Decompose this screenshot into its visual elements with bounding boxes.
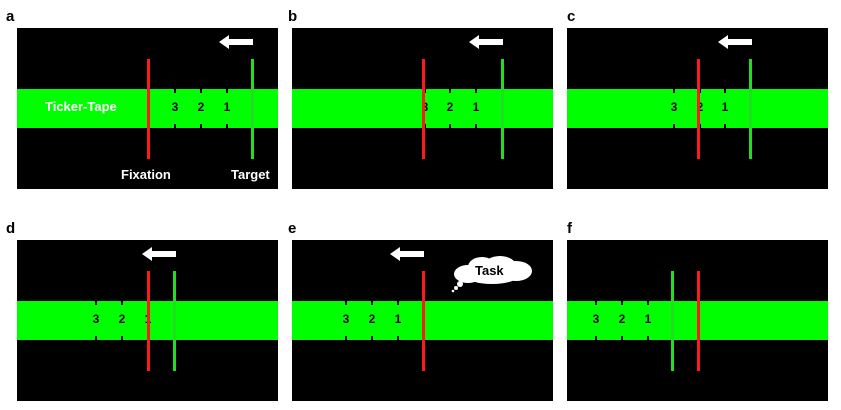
tick-mark [699, 124, 701, 128]
tape-number-1: 1 [223, 100, 231, 114]
tick-mark [371, 336, 373, 340]
tape-number-2: 2 [618, 312, 626, 326]
tick-mark [449, 124, 451, 128]
tick-mark [724, 89, 726, 93]
tick-mark [647, 336, 649, 340]
tick-mark [371, 301, 373, 305]
tick-mark [621, 336, 623, 340]
tape-number-3: 3 [171, 100, 179, 114]
target-line [671, 271, 674, 371]
panel-b: 3 2 1 [292, 28, 553, 189]
panel-d: 3 2 1 [17, 240, 278, 401]
tape-number-2: 2 [118, 312, 126, 326]
target-line [749, 59, 752, 159]
fixation-line [147, 271, 150, 371]
tick-mark [595, 336, 597, 340]
tick-mark [424, 124, 426, 128]
panel-c: 3 2 1 [567, 28, 828, 189]
tape-number-3: 3 [592, 312, 600, 326]
panel-e: 3 2 1 Task [292, 240, 553, 401]
tape-number-1: 1 [394, 312, 402, 326]
tick-mark [595, 301, 597, 305]
thought-bubble-icon [451, 256, 532, 293]
tick-mark [673, 124, 675, 128]
tick-mark [424, 89, 426, 93]
tape-number-2: 2 [446, 100, 454, 114]
tape-number-1: 1 [644, 312, 652, 326]
left-arrow-icon [219, 35, 253, 49]
panel-letter-e: e [288, 220, 297, 237]
tick-mark [226, 124, 228, 128]
tape-number-3: 3 [670, 100, 678, 114]
target-line [251, 59, 254, 159]
panel-a: Ticker-Tape 3 2 1 Fixation Target [17, 28, 278, 189]
tape-number-3: 3 [421, 100, 429, 114]
panel-letter-c: c [567, 8, 576, 25]
tick-mark [200, 124, 202, 128]
tick-mark [475, 124, 477, 128]
target-line [173, 271, 176, 371]
tape-number-2: 2 [368, 312, 376, 326]
tick-mark [121, 336, 123, 340]
left-arrow-icon [390, 247, 424, 261]
tape-number-1: 1 [721, 100, 729, 114]
panel-letter-a: a [6, 8, 15, 25]
tick-mark [724, 124, 726, 128]
left-arrow-icon [142, 247, 176, 261]
tick-mark [345, 336, 347, 340]
left-arrow-icon [469, 35, 503, 49]
tick-mark [647, 301, 649, 305]
tick-mark [449, 89, 451, 93]
tick-mark [673, 89, 675, 93]
fixation-label: Fixation [121, 167, 171, 182]
fixation-line [422, 271, 425, 371]
tick-mark [226, 89, 228, 93]
panel-letter-b: b [288, 8, 298, 25]
target-line [501, 59, 504, 159]
tick-mark [95, 336, 97, 340]
tick-mark [121, 301, 123, 305]
target-label: Target [231, 167, 270, 182]
tick-mark [345, 301, 347, 305]
tick-mark [621, 301, 623, 305]
tick-mark [200, 89, 202, 93]
ticker-tape-label: Ticker-Tape [45, 99, 117, 114]
panel-letter-f: f [567, 220, 572, 237]
tick-mark [397, 301, 399, 305]
tape-number-2: 2 [696, 100, 704, 114]
tick-mark [95, 301, 97, 305]
tape-number-2: 2 [197, 100, 205, 114]
fixation-line [422, 59, 425, 159]
fixation-line [697, 59, 700, 159]
panel-f: 3 2 1 [567, 240, 828, 401]
thought-bubble-text: Task [475, 263, 504, 278]
fixation-line [147, 59, 150, 159]
tape-number-1: 1 [472, 100, 480, 114]
tick-mark [475, 89, 477, 93]
tick-mark [699, 89, 701, 93]
fixation-line [697, 271, 700, 371]
tick-mark [174, 89, 176, 93]
tick-mark [174, 124, 176, 128]
tape-number-3: 3 [92, 312, 100, 326]
panel-letter-d: d [6, 220, 16, 237]
tick-mark [397, 336, 399, 340]
tape-number-3: 3 [342, 312, 350, 326]
left-arrow-icon [718, 35, 752, 49]
